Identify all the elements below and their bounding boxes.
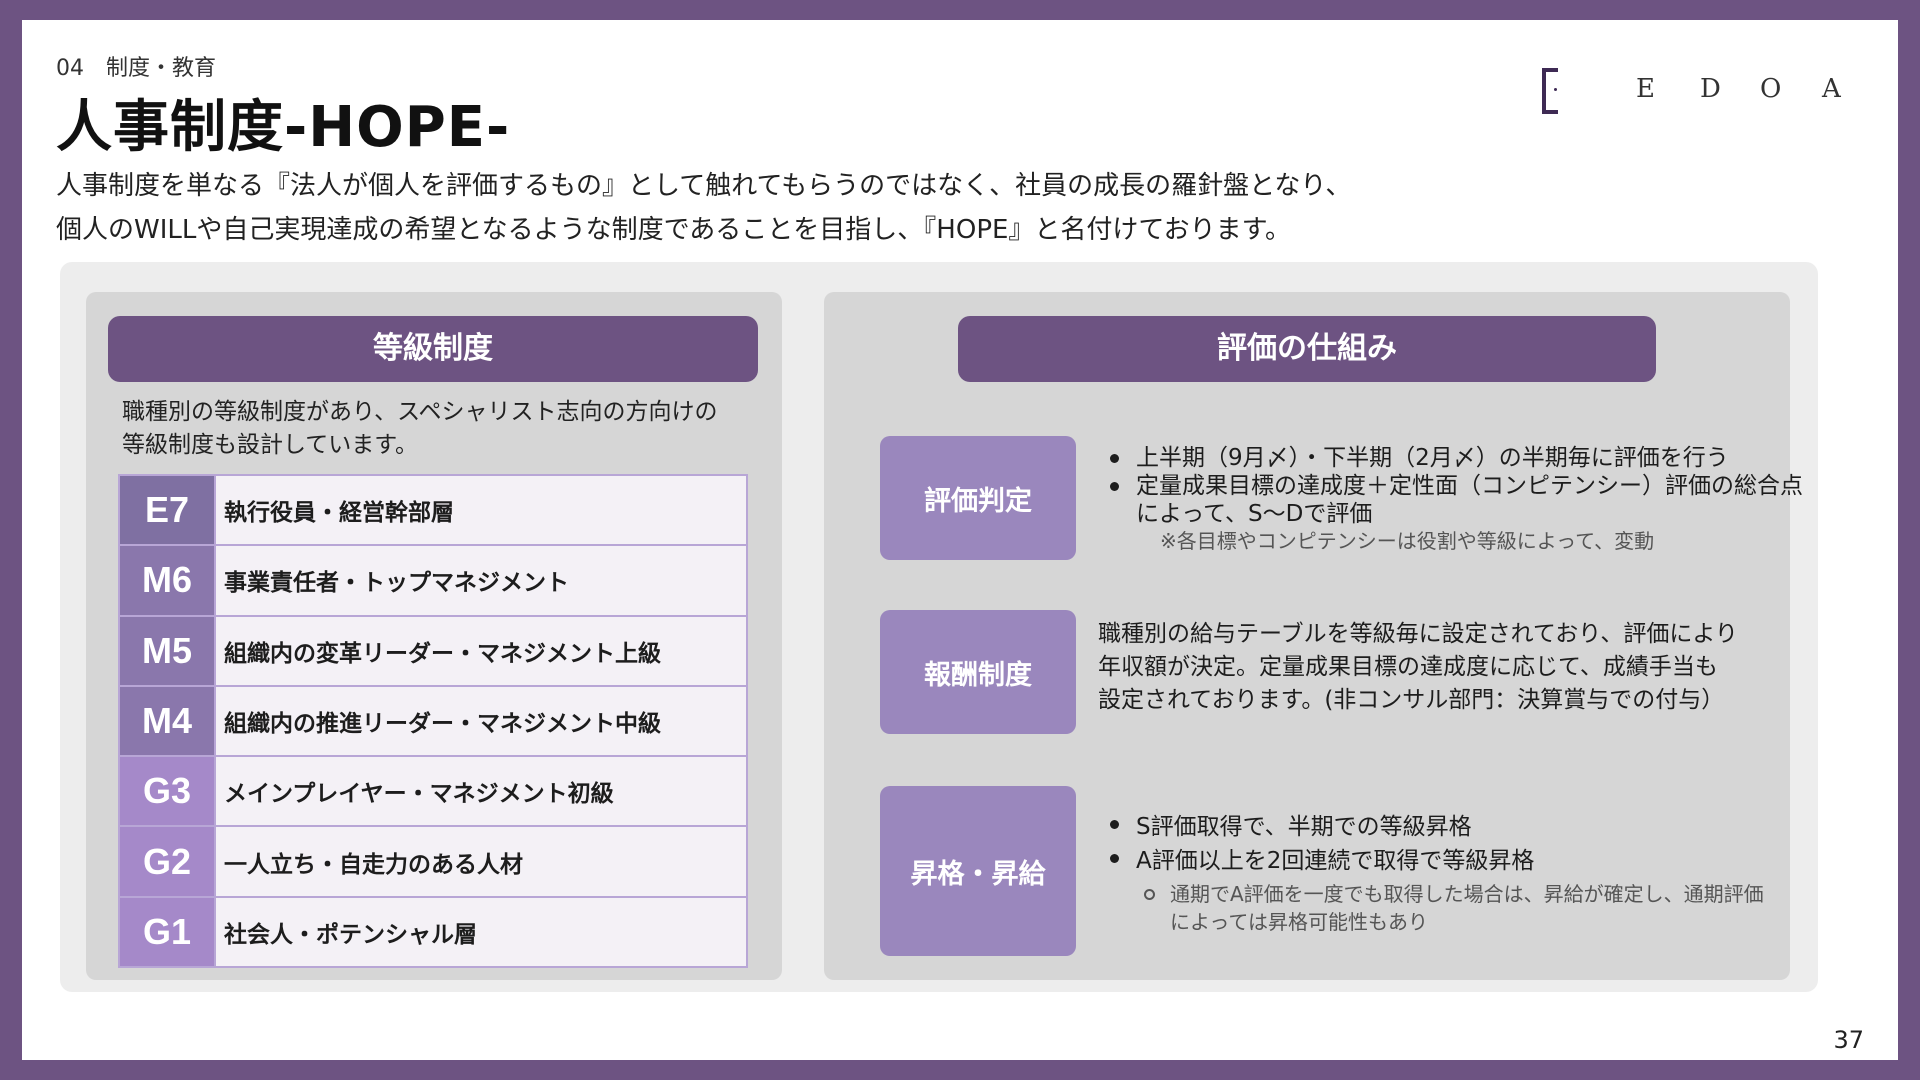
grade-code: M6 [120,546,214,615]
promotion-label: 昇格・昇給 [880,786,1076,956]
evaluation-content: 上半期（9月〆）・下半期（2月〆）の半期毎に評価を行う 定量成果目標の達成度＋定… [1098,444,1816,554]
grade-label: 事業責任者・トップマネジメント [216,546,746,615]
grade-row: M5 組織内の変革リーダー・マネジメント上級 [120,616,746,685]
grade-row: E7 執行役員・経営幹部層 [120,476,746,545]
bullet-item: 上半期（9月〆）・下半期（2月〆）の半期毎に評価を行う [1098,444,1816,472]
grade-code: M5 [120,616,214,685]
compensation-line: 年収額が決定。定量成果目標の達成度に応じて、成績手当も [1098,654,1718,680]
compensation-content: 職種別の給与テーブルを等級毎に設定されており、評価により 年収額が決定。定量成果… [1098,618,1738,717]
logo-letter: D [1700,74,1721,104]
compensation-label: 報酬制度 [880,610,1076,734]
grade-row: G3 メインプレイヤー・マネジメント初級 [120,757,746,826]
page-title: 人事制度-HOPE- [56,95,511,160]
grade-row: M6 事業責任者・トップマネジメント [120,546,746,615]
compensation-line: 設定されております。(非コンサル部門：決算賞与での付与） [1098,687,1725,713]
grade-label: 執行役員・経営幹部層 [216,476,746,545]
grade-label: 組織内の推進リーダー・マネジメント中級 [216,686,746,756]
grade-row: G2 一人立ち・自走力のある人材 [120,827,746,896]
bullet-list: 上半期（9月〆）・下半期（2月〆）の半期毎に評価を行う 定量成果目標の達成度＋定… [1098,444,1816,528]
section-label: 04 制度・教育 [56,56,216,81]
intro-text: 人事制度を単なる『法人が個人を評価するもの』として触れてもらうのではなく、社員の… [56,164,1351,252]
grade-label: 一人立ち・自走力のある人材 [216,827,746,896]
grade-system-header: 等級制度 [108,316,758,382]
bullet-item: A評価以上を2回連続で取得で等級昇格 [1098,844,1770,878]
edoa-logo: E D O A [1542,66,1842,122]
evaluation-judgment-label: 評価判定 [880,436,1076,560]
bullet-item: 定量成果目標の達成度＋定性面（コンピテンシー）評価の総合点によって、S〜Dで評価 [1098,472,1816,528]
evaluation-header: 評価の仕組み [958,316,1656,382]
grade-code: G3 [120,757,214,826]
grade-system-description: 職種別の等級制度があり、スペシャリスト志向の方向けの 等級制度も設計しています。 [122,396,717,462]
sub-bullet-item: 通期でA評価を一度でも取得した場合は、昇給が確定し、通期評価によっては昇格可能性… [1098,880,1770,936]
bullet-list: S評価取得で、半期での等級昇格 A評価以上を2回連続で取得で等級昇格 [1098,810,1770,878]
page-number: 37 [1833,1026,1864,1054]
logo-letter: O [1760,74,1782,104]
logo-dot-icon [1554,88,1557,91]
logo-letter: A [1822,74,1841,104]
sub-bullet-list: 通期でA評価を一度でも取得した場合は、昇給が確定し、通期評価によっては昇格可能性… [1098,880,1770,936]
bullet-item: S評価取得で、半期での等級昇格 [1098,810,1770,844]
grade-label: メインプレイヤー・マネジメント初級 [216,757,746,826]
grade-label: 組織内の変革リーダー・マネジメント上級 [216,616,746,685]
grade-code: E7 [120,476,214,545]
grade-label: 社会人・ポテンシャル層 [216,897,746,966]
grade-code: G2 [120,827,214,896]
grade-code: G1 [120,897,214,966]
grade-code: M4 [120,686,214,756]
description-line: 職種別の等級制度があり、スペシャリスト志向の方向けの [122,399,718,425]
grade-row: G1 社会人・ポテンシャル層 [120,897,746,966]
intro-line: 人事制度を単なる『法人が個人を評価するもの』として触れてもらうのではなく、社員の… [56,171,1352,201]
description-line: 等級制度も設計しています。 [122,432,419,458]
evaluation-note: ※各目標やコンピテンシーは役割や等級によって、変動 [1160,529,1655,553]
grade-table: E7 執行役員・経営幹部層 M6 事業責任者・トップマネジメント M5 組織内の… [118,474,748,968]
promotion-content: S評価取得で、半期での等級昇格 A評価以上を2回連続で取得で等級昇格 通期でA評… [1098,810,1770,936]
intro-line: 個人のWILLや自己実現達成の希望となるような制度であることを目指し、『HOPE… [56,215,1292,245]
logo-letter: E [1636,74,1655,104]
compensation-line: 職種別の給与テーブルを等級毎に設定されており、評価により [1098,621,1738,647]
logo-bracket-icon [1542,68,1558,114]
grade-row: M4 組織内の推進リーダー・マネジメント中級 [120,686,746,756]
